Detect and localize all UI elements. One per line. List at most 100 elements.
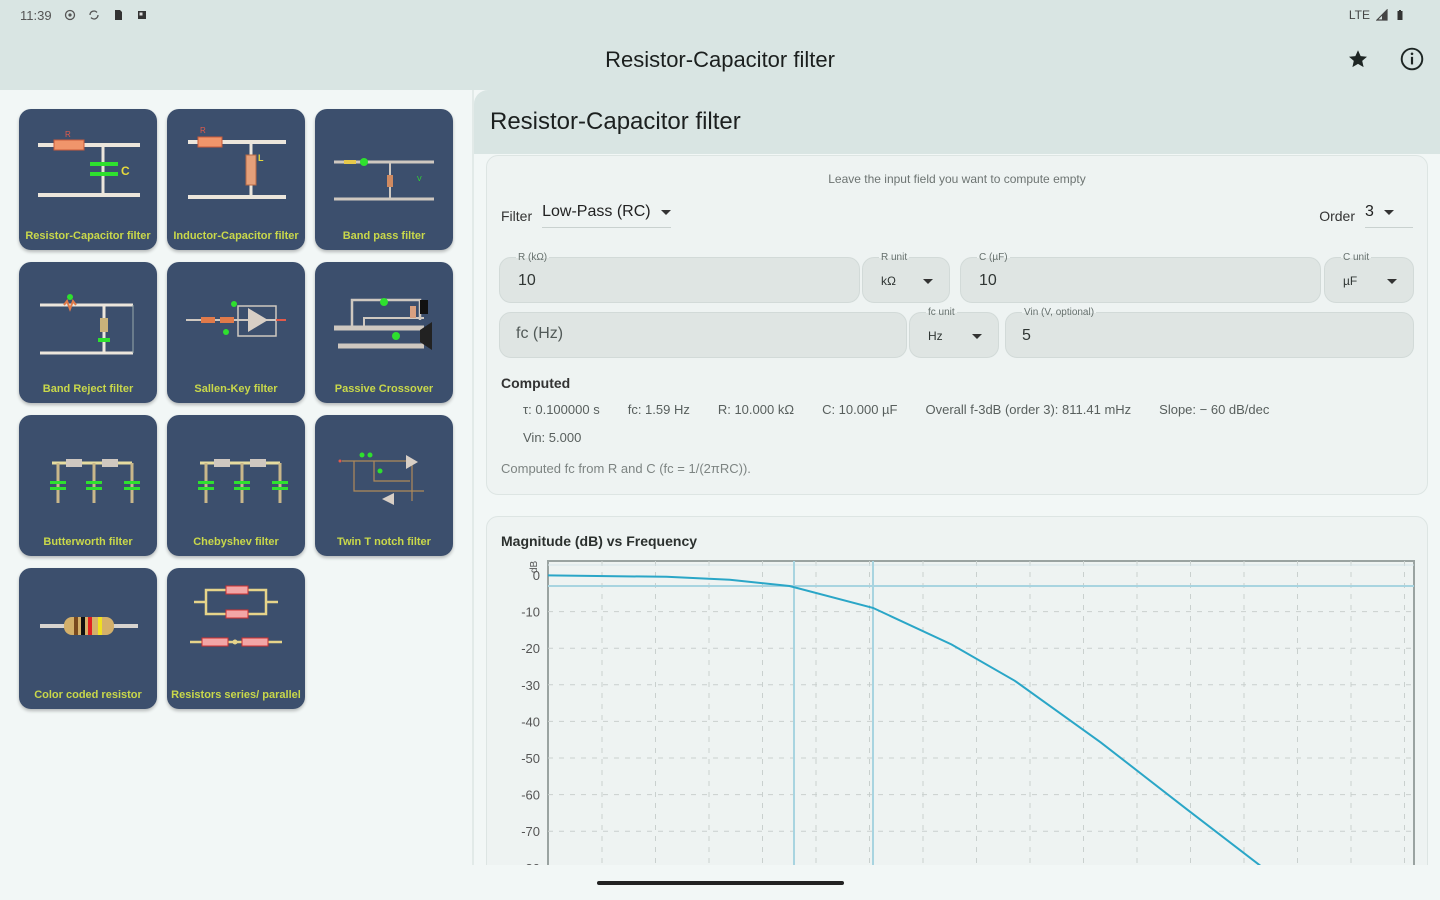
tile-label: Twin T notch filter: [337, 536, 431, 548]
favorite-button[interactable]: [1342, 42, 1374, 76]
svg-text:-60: -60: [521, 788, 540, 803]
magnitude-chart-card: Magnitude (dB) vs Frequency 0-10-20-30-4…: [486, 516, 1428, 865]
tile-sallen-key[interactable]: Sallen-Key filter: [167, 262, 305, 403]
tile-band-pass[interactable]: V Band pass filter: [315, 109, 453, 250]
crossover-icon: [334, 298, 432, 350]
info-button[interactable]: [1396, 42, 1428, 76]
magnitude-chart: 0-10-20-30-40-50-60-70-80dB: [521, 560, 1415, 865]
tile-label: Chebyshev filter: [193, 536, 279, 548]
capacitance-input[interactable]: C (µF) 10: [960, 252, 1321, 303]
computed-results: τ: 0.100000 s fc: 1.59 Hz R: 10.000 kΩ C…: [523, 402, 1269, 417]
detail-pane: Resistor-Capacitor filter Leave the inpu…: [474, 90, 1440, 865]
capacitance-label: C (µF): [977, 252, 1010, 263]
tile-twin-t-notch[interactable]: Twin T notch filter: [315, 415, 453, 556]
vin-label: Vin (V, optional): [1022, 307, 1097, 318]
tool-grid: C R Resistor-Capacitor filter L R Induct…: [19, 109, 453, 709]
info-icon: [1400, 47, 1424, 71]
filter-row: Filter Low-Pass (RC): [501, 203, 671, 228]
capacitance-unit-value: µF: [1343, 274, 1358, 288]
svg-text:L: L: [258, 153, 264, 163]
svg-text:-80: -80: [521, 861, 540, 865]
order-value: 3: [1365, 203, 1374, 220]
tile-label: Band pass filter: [342, 230, 426, 242]
chevron-down-icon: [923, 279, 933, 284]
tile-label: Resistor-Capacitor filter: [25, 230, 151, 242]
resistance-input[interactable]: R (kΩ) 10: [499, 252, 860, 303]
order-label: Order: [1319, 207, 1355, 224]
butterworth-icon: [50, 459, 140, 503]
tile-label: Sallen-Key filter: [194, 383, 278, 395]
tile-band-reject[interactable]: Band Reject filter: [19, 262, 157, 403]
navigation-bar: [0, 865, 1440, 900]
tile-resistors-series-parallel[interactable]: Resistors series/ parallel: [167, 568, 305, 709]
tile-label: Butterworth filter: [43, 536, 133, 548]
computed-slope: Slope: − 60 dB/dec: [1159, 402, 1270, 417]
tool-list-pane: C R Resistor-Capacitor filter L R Induct…: [0, 90, 472, 865]
band-pass-icon: V: [334, 158, 434, 201]
computed-vin: Vin: 5.000: [523, 430, 582, 445]
svg-text:-20: -20: [521, 641, 540, 656]
tile-passive-crossover[interactable]: Passive Crossover: [315, 262, 453, 403]
input-hint: Leave the input field you want to comput…: [828, 172, 1086, 186]
order-row: Order 3: [1319, 203, 1413, 228]
filter-dropdown[interactable]: Low-Pass (RC): [542, 203, 671, 228]
color-resistor-icon: [40, 617, 138, 635]
svg-text:dB: dB: [529, 560, 540, 573]
resistance-label: R (kΩ): [516, 252, 550, 263]
app-bar: Resistor-Capacitor filter: [0, 30, 1440, 90]
network-type: LTE: [1348, 8, 1370, 22]
svg-text:-70: -70: [521, 824, 540, 839]
svg-text:V: V: [417, 176, 422, 183]
svg-text:-40: -40: [521, 714, 540, 729]
svg-text:R: R: [65, 130, 71, 139]
pane-divider: [472, 90, 474, 865]
cutoff-unit-select[interactable]: fc unit Hz: [909, 307, 999, 358]
svg-text:-10: -10: [521, 605, 540, 620]
vin-input[interactable]: Vin (V, optional) 5: [1005, 307, 1414, 358]
svg-text:-50: -50: [521, 751, 540, 766]
status-time: 11:39: [20, 7, 52, 23]
tile-label: Color coded resistor: [34, 689, 142, 701]
tile-chebyshev[interactable]: Chebyshev filter: [167, 415, 305, 556]
tile-lc-filter[interactable]: L R Inductor-Capacitor filter: [167, 109, 305, 250]
computed-tau: τ: 0.100000 s: [523, 402, 600, 417]
cutoff-frequency-input[interactable]: fc (Hz): [499, 312, 907, 358]
filter-label: Filter: [501, 207, 533, 224]
resistance-unit-select[interactable]: R unit kΩ: [862, 252, 950, 303]
tile-label: Inductor-Capacitor filter: [173, 230, 299, 242]
computed-r: R: 10.000 kΩ: [717, 402, 795, 417]
tile-butterworth[interactable]: Butterworth filter: [19, 415, 157, 556]
cutoff-unit-value: Hz: [928, 329, 943, 343]
home-gesture-handle[interactable]: [597, 881, 844, 885]
rc-filter-icon: C R: [38, 130, 140, 197]
cutoff-unit-label: fc unit: [926, 307, 957, 318]
signal-icon: [1376, 9, 1388, 21]
chevron-down-icon: [1387, 279, 1397, 284]
tile-label: Resistors series/ parallel: [171, 689, 301, 701]
series-parallel-icon: [190, 585, 282, 647]
tile-label: Passive Crossover: [334, 383, 434, 395]
computed-c: C: 10.000 µF: [822, 402, 898, 417]
chevron-down-icon: [972, 334, 982, 339]
computed-note: Computed fc from R and C (fc = 1/(2πRC))…: [501, 461, 751, 476]
svg-text:R: R: [200, 126, 206, 135]
tile-rc-filter[interactable]: C R Resistor-Capacitor filter: [19, 109, 157, 250]
detail-title: Resistor-Capacitor filter: [490, 108, 741, 135]
chebyshev-icon: [198, 459, 288, 503]
svg-text:-30: -30: [521, 678, 540, 693]
status-bar: 11:39 LTE: [0, 0, 1440, 30]
computed-f3db: Overall f-3dB (order 3): 811.41 mHz: [925, 402, 1132, 417]
twin-t-icon: [338, 452, 424, 505]
chart-title: Magnitude (dB) vs Frequency: [501, 533, 698, 549]
location-icon: [64, 9, 75, 21]
sync-icon: [88, 10, 99, 20]
tile-label: Band Reject filter: [42, 383, 134, 395]
resistance-unit-value: kΩ: [881, 274, 896, 288]
cutoff-frequency-placeholder: fc (Hz): [516, 325, 564, 342]
capacitance-unit-select[interactable]: C unit µF: [1324, 252, 1414, 303]
computed-title: Computed: [501, 375, 571, 391]
capacitance-unit-label: C unit: [1341, 252, 1372, 263]
tile-color-coded-resistor[interactable]: Color coded resistor: [19, 568, 157, 709]
order-dropdown[interactable]: 3: [1365, 203, 1413, 228]
resistance-unit-label: R unit: [879, 252, 910, 263]
